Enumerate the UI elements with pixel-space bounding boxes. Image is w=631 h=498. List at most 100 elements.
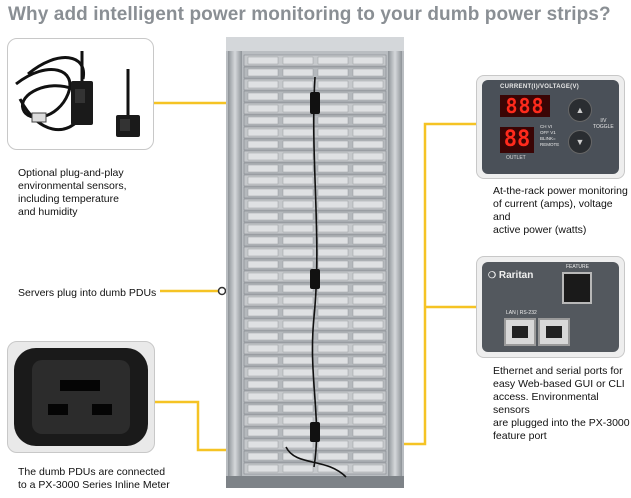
drive-bay [282,332,314,341]
drive-bay [352,104,384,113]
drive-bay [282,380,314,389]
drive-bay [352,128,384,137]
drive-bay [282,212,314,221]
outlet-label: OUTLET [506,155,526,161]
drive-bay [352,236,384,245]
drive-bay [352,440,384,449]
drive-bay [247,152,279,161]
drive-bay [352,284,384,293]
drive-bay [317,260,349,269]
drive-bay [247,260,279,269]
drive-bay [352,260,384,269]
drive-bay [247,272,279,281]
ports-photo: ❍ Raritan FEATURE LAN | RS-232 [476,256,625,358]
drive-bay [247,284,279,293]
chevron-down-icon: ▼ [575,137,585,147]
drive-bay [352,308,384,317]
drive-bay [352,68,384,77]
drive-bay [247,368,279,377]
drive-bay [352,248,384,257]
outlet-display: 88 [500,127,534,153]
page-title: Why add intelligent power monitoring to … [8,4,611,25]
drive-bay [247,452,279,461]
drive-bay [282,104,314,113]
drive-bay [317,116,349,125]
drive-bay [317,248,349,257]
drive-bay [247,344,279,353]
drive-bay [282,152,314,161]
drive-bay [247,308,279,317]
drive-bay [247,176,279,185]
drive-bay [352,200,384,209]
drive-bay [352,116,384,125]
ethernet-port[interactable] [504,318,536,346]
drive-bay [352,320,384,329]
drive-bay [352,344,384,353]
server-unit [243,210,387,223]
drive-bay [247,80,279,89]
rack-drawing [226,37,404,488]
drive-bay [282,176,314,185]
drive-bay [282,140,314,149]
drive-bay [317,416,349,425]
drive-bay [247,392,279,401]
drive-bay [317,380,349,389]
meter-header: CURRENT(I)/VOLTAGE(V) [500,84,580,90]
up-button[interactable]: ▲ [568,98,592,122]
drive-bay [282,272,314,281]
rack-sensor-icon [310,92,320,114]
drive-bay [352,164,384,173]
drive-bay [282,248,314,257]
server-unit [243,114,387,127]
drive-bay [317,68,349,77]
down-button[interactable]: ▼ [568,130,592,154]
drive-bay [352,380,384,389]
drive-bay [352,272,384,281]
drive-bay [282,116,314,125]
ports-panel: ❍ Raritan FEATURE LAN | RS-232 [482,262,619,352]
drive-bay [282,128,314,137]
servers-connector-dot [217,286,227,296]
drive-bay [317,320,349,329]
serial-port[interactable] [538,318,570,346]
drive-bay [282,92,314,101]
drive-bay [317,200,349,209]
drive-bay [317,56,349,65]
drive-bay [247,164,279,173]
drive-bay [247,380,279,389]
drive-bay [282,404,314,413]
drive-bay [282,356,314,365]
feature-label: FEATURE [566,264,589,270]
drive-bay [282,56,314,65]
drive-bay [352,80,384,89]
feature-port[interactable] [562,272,592,304]
drive-bay [352,392,384,401]
server-unit [243,318,387,331]
drive-bay [282,368,314,377]
drive-bay [317,104,349,113]
drive-bay [352,332,384,341]
drive-bay [247,140,279,149]
port-label: LAN | RS-232 [506,310,537,316]
drive-bay [317,128,349,137]
server-unit [243,354,387,367]
drive-bay [317,272,349,281]
servers-caption: Servers plug into dumb PDUs [18,287,157,299]
drive-bay [317,140,349,149]
sensor-photo [7,38,154,150]
drive-bay [317,356,349,365]
drive-bay [247,224,279,233]
drive-bay [317,404,349,413]
ports-caption: Ethernet and serial ports for easy Web-b… [493,365,630,442]
drive-bay [282,320,314,329]
drive-bay [282,428,314,437]
drive-bay [247,128,279,137]
drive-bay [247,188,279,197]
drive-bay [247,200,279,209]
sensors-caption: Optional plug-and-play environmental sen… [18,167,127,218]
pdu-connector-line [153,400,243,452]
drive-bay [282,200,314,209]
drive-bay [247,56,279,65]
drive-bay [247,212,279,221]
drive-bay [247,356,279,365]
